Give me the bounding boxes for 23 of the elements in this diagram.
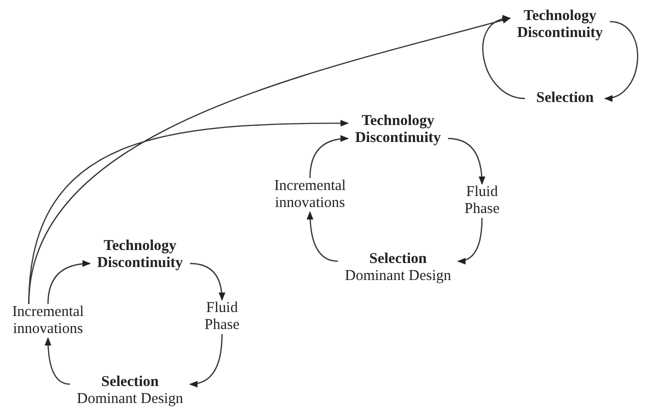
stage-heading: Selection: [101, 374, 159, 391]
stage-label: Fluid Phase: [204, 300, 240, 334]
arrow: [28, 16, 511, 304]
stage-heading: Selection: [369, 251, 427, 268]
stage-label: Dominant Design: [344, 268, 452, 285]
arrow: [306, 211, 338, 262]
stage-label: Incremental innovations: [11, 304, 85, 338]
arrow: [44, 337, 70, 385]
stage-heading: Technology Discontinuity: [516, 8, 604, 42]
arrow: [448, 138, 486, 185]
stage-label: Fluid Phase: [464, 184, 500, 218]
stage-label: Incremental innovations: [273, 178, 347, 212]
arrow: [457, 218, 483, 264]
arrow: [604, 21, 638, 101]
arrow: [482, 16, 526, 100]
stage-label: Dominant Design: [76, 391, 184, 408]
arrow: [309, 135, 349, 178]
arrow: [189, 334, 223, 388]
arrow: [47, 260, 91, 304]
stage-heading: Selection: [536, 90, 594, 107]
arrow: [190, 262, 226, 301]
stage-heading: Technology Discontinuity: [354, 113, 442, 147]
stage-heading: Technology Discontinuity: [96, 238, 184, 272]
